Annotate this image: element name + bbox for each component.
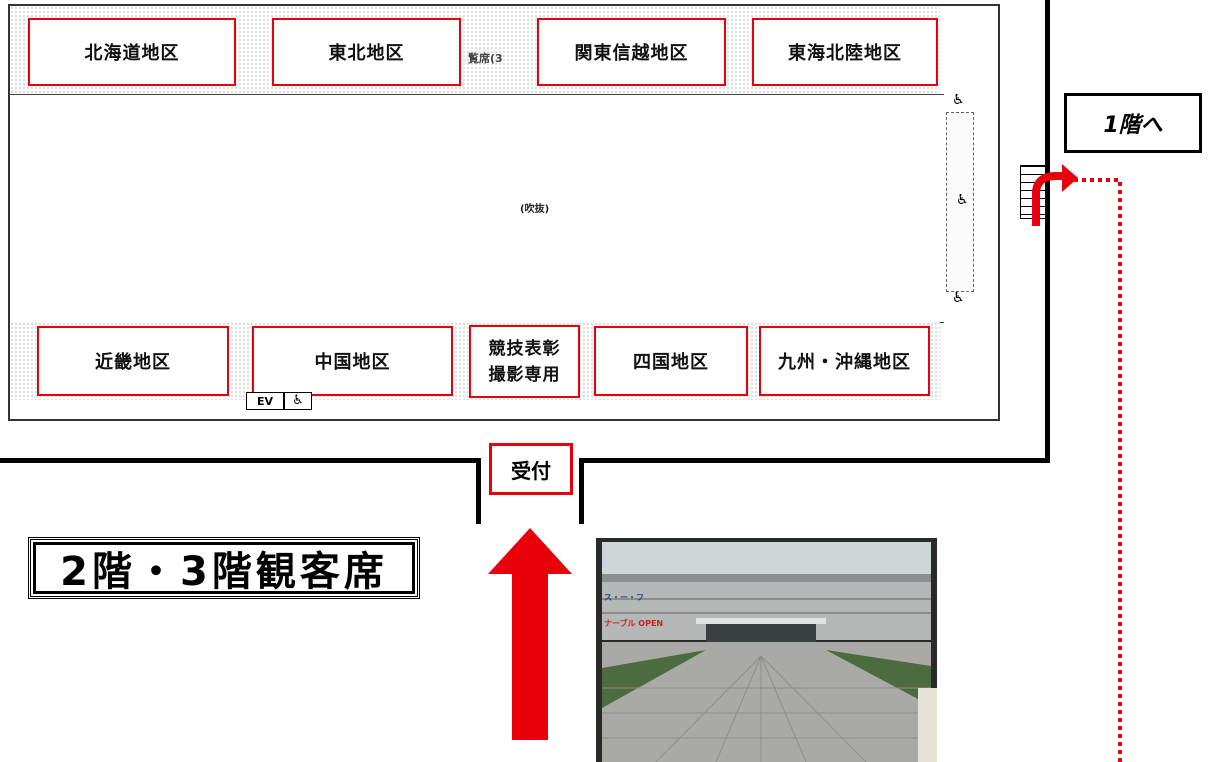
region-hokkaido[interactable]: 北海道地区 <box>28 18 236 86</box>
building-photo: ス・ー・フ ナーブル OPEN <box>596 538 937 762</box>
region-kyushu-okinawa[interactable]: 九州・沖縄地区 <box>759 326 930 396</box>
reception-box[interactable]: 受付 <box>489 443 573 495</box>
photo-sign-2: ナーブル OPEN <box>604 619 664 628</box>
elevator-label: EV <box>256 394 274 408</box>
floor-title-frame: 2階・3階観客席 <box>28 537 420 599</box>
turn-arrow-icon <box>1032 172 1066 226</box>
outer-wall-right <box>1045 0 1050 462</box>
up-arrow-icon <box>488 528 572 740</box>
wheelchair-icon: ♿ <box>952 92 965 108</box>
route-line <box>1070 178 1122 762</box>
photo-area-box[interactable]: 競技表彰 撮影専用 <box>469 325 580 398</box>
region-tokai-hokuriku[interactable]: 東海北陸地区 <box>752 18 938 86</box>
region-chugoku[interactable]: 中国地区 <box>252 326 453 396</box>
region-tohoku[interactable]: 東北地区 <box>272 18 461 86</box>
region-kinki[interactable]: 近畿地区 <box>37 326 229 396</box>
wheelchair-icon: ♿ <box>284 392 312 410</box>
wheelchair-icon: ♿ <box>952 290 965 306</box>
void-label: (吹抜) <box>520 204 550 215</box>
divider-line-top <box>10 94 944 95</box>
elevator-box: EV <box>246 392 284 410</box>
route-overlay <box>1032 164 1122 762</box>
region-kanto-shinetsu[interactable]: 関東信越地区 <box>537 18 726 86</box>
void-area: (吹抜) <box>10 94 944 322</box>
outer-wall-bottom-left <box>0 458 480 463</box>
entrance-wall-right <box>579 458 584 524</box>
partial-seat-label: 覧席(3 <box>468 52 503 65</box>
wheelchair-icon: ♿ <box>956 192 969 208</box>
building-photo-art <box>596 538 937 762</box>
wheelchair-area <box>946 112 974 292</box>
region-shikoku[interactable]: 四国地区 <box>594 326 748 396</box>
entrance-wall-left <box>476 458 481 524</box>
outer-wall-bottom-right <box>582 458 1050 463</box>
photo-area-line2: 撮影専用 <box>488 364 561 385</box>
floor-title: 2階・3階観客席 <box>33 542 415 595</box>
photo-sign-1: ス・ー・フ <box>604 593 644 602</box>
turn-arrow-head <box>1062 164 1078 192</box>
stair-label-box[interactable]: 1階へ <box>1064 93 1202 153</box>
photo-area-line1: 競技表彰 <box>488 338 561 359</box>
